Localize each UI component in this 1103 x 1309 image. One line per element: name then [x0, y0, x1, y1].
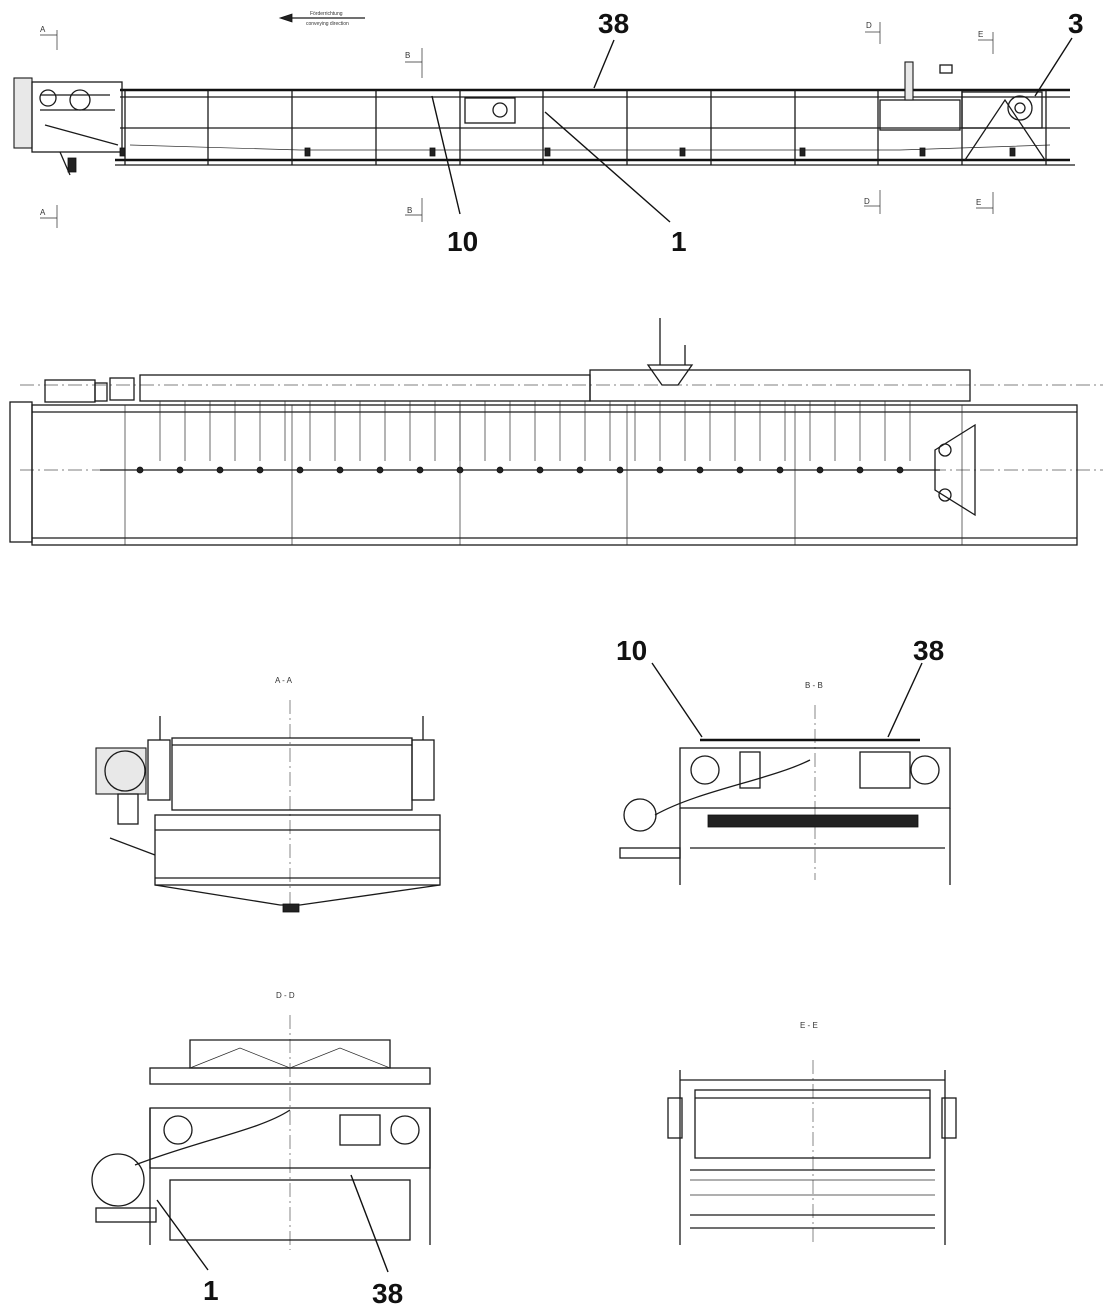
- section-e-e: E - E: [667, 1021, 957, 1245]
- callout-1-dd: 1: [203, 1275, 219, 1306]
- callout-38-dd: 38: [372, 1278, 403, 1309]
- section-title-a-a: A - A: [275, 676, 293, 685]
- callout-3-top: 3: [1068, 8, 1084, 39]
- section-title-b-b: B - B: [805, 681, 823, 690]
- feet: [119, 147, 1016, 157]
- callout-38-bb: 38: [913, 635, 944, 666]
- plan-view: [9, 318, 1103, 546]
- spray-nozzles: [159, 401, 911, 461]
- conveying-direction-arrow: Förderrichtung conveying direction: [278, 11, 365, 27]
- plan-cross-members: [124, 405, 963, 545]
- frame-posts: [124, 90, 1047, 165]
- callout-10-top: 10: [447, 226, 478, 257]
- direction-label-en: conveying direction: [306, 21, 349, 27]
- section-title-e-e: E - E: [800, 1021, 818, 1030]
- callout-1-top: 1: [671, 226, 687, 257]
- section-d-d: D - D 1 38: [91, 991, 431, 1309]
- cut-markers: A A B B D D E E: [40, 21, 994, 228]
- cut-b-bottom: B: [407, 206, 412, 215]
- cut-a-top: A: [40, 25, 46, 34]
- side-elevation-view: A A B B D D E E Förderrichtung conveying…: [13, 8, 1084, 257]
- center-rollers: [100, 466, 940, 474]
- cut-e-bottom: E: [976, 198, 981, 207]
- section-a-a: A - A: [95, 676, 441, 913]
- section-b-b: B - B 10 38: [616, 635, 951, 885]
- callout-38-top: 38: [598, 8, 629, 39]
- cut-d-bottom: D: [864, 197, 870, 206]
- cut-a-bottom: A: [40, 208, 46, 217]
- cut-e-top: E: [978, 30, 983, 39]
- direction-label-de: Förderrichtung: [310, 11, 343, 17]
- callout-10-bb: 10: [616, 635, 647, 666]
- cut-b-top: B: [405, 51, 410, 60]
- bb-roller-bank: [707, 814, 919, 828]
- cut-d-top: D: [866, 21, 872, 30]
- section-title-d-d: D - D: [276, 991, 295, 1000]
